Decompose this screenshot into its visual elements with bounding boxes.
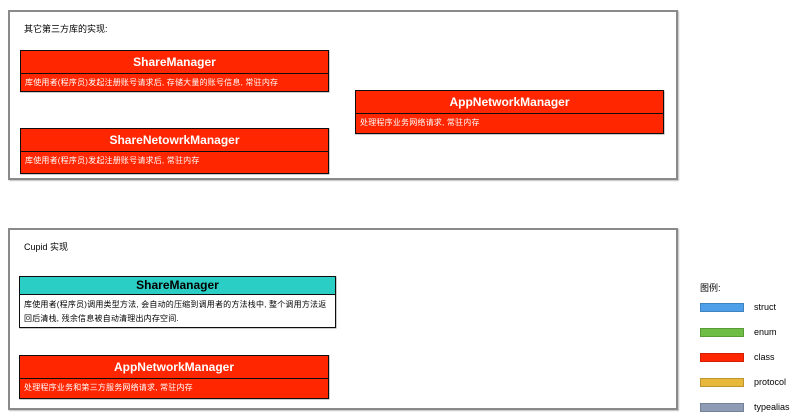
legend-item-label: class <box>754 352 775 362</box>
class-box-description: 库使用者(程序员)发起注册账号请求后, 常驻内存 <box>21 152 328 173</box>
panel-third-party: 其它第三方库的实现: ShareManager 库使用者(程序员)发起注册账号请… <box>8 10 678 180</box>
class-box-share-manager: ShareManager 库使用者(程序员)发起注册账号请求后, 存储大量的账号… <box>20 50 329 92</box>
class-box-title: AppNetworkManager <box>356 91 663 114</box>
legend-item-class: class <box>700 352 800 362</box>
panel-title: 其它第三方库的实现: <box>24 24 108 34</box>
legend-item-enum: enum <box>700 327 800 337</box>
class-box-share-manager-cupid: ShareManager 库使用者(程序员)调用类型方法, 会自动的压缩到调用者… <box>19 276 336 328</box>
legend-item-label: typealias <box>754 402 790 412</box>
class-box-app-network-manager: AppNetworkManager 处理程序业务网络请求, 常驻内存 <box>355 90 664 134</box>
class-box-title: AppNetworkManager <box>20 356 328 379</box>
panel-cupid: Cupid 实现 ShareManager 库使用者(程序员)调用类型方法, 会… <box>8 228 678 410</box>
class-box-share-netowrk-manager: ShareNetowrkManager 库使用者(程序员)发起注册账号请求后, … <box>20 128 329 174</box>
legend-item-label: struct <box>754 302 777 312</box>
class-box-description: 库使用者(程序员)调用类型方法, 会自动的压缩到调用者的方法栈中, 整个调用方法… <box>20 295 335 327</box>
legend-item-label: enum <box>754 327 777 337</box>
legend-title: 图例: <box>700 283 721 293</box>
legend-item-protocol: protocol <box>700 377 800 387</box>
class-box-description: 库使用者(程序员)发起注册账号请求后, 存储大量的账号信息, 常驻内存 <box>21 74 328 91</box>
legend-color-swatch <box>700 352 744 362</box>
class-box-description: 处理程序业务和第三方服务网络请求, 常驻内存 <box>20 379 328 398</box>
legend-color-swatch <box>700 377 744 387</box>
panel-title: Cupid 实现 <box>24 242 69 252</box>
class-box-title: ShareNetowrkManager <box>21 129 328 152</box>
legend-item-struct: struct <box>700 302 800 312</box>
class-box-title: ShareManager <box>21 51 328 74</box>
legend-item-label: protocol <box>754 377 787 387</box>
legend-item-typealias: typealias <box>700 402 800 412</box>
legend-color-swatch <box>700 302 744 312</box>
class-box-description: 处理程序业务网络请求, 常驻内存 <box>356 114 663 133</box>
legend-color-swatch <box>700 327 744 337</box>
class-box-app-network-manager-cupid: AppNetworkManager 处理程序业务和第三方服务网络请求, 常驻内存 <box>19 355 329 399</box>
legend: 图例: struct enum class protocol typealias <box>700 281 800 412</box>
class-box-title: ShareManager <box>20 277 335 295</box>
legend-color-swatch <box>700 402 744 412</box>
